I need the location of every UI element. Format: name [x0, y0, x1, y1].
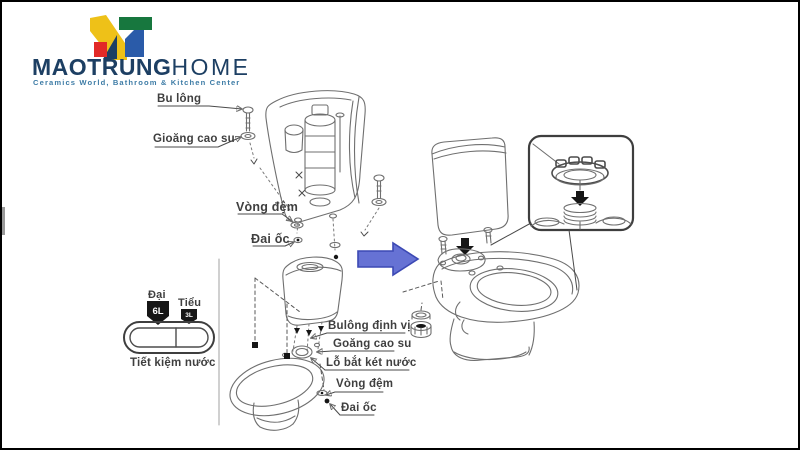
insert-down-arrow-icon [571, 191, 589, 206]
label-nut: Đai ốc [251, 232, 290, 246]
bowl-exploded-drawing [229, 256, 410, 431]
half-flush-volume: 3L [185, 312, 193, 319]
label-positioning-bolt: Bulông định vị [328, 320, 411, 332]
label-rubber-gasket-2: Goăng cao su [333, 338, 412, 350]
full-flush-volume: 6L [152, 306, 163, 317]
assembled-toilet-drawing [402, 137, 580, 361]
logo-green-shape [119, 17, 152, 30]
logo-yellow-shape [90, 15, 127, 60]
press-down-arrow-icon [456, 238, 474, 255]
label-washer-2: Vòng đệm [336, 378, 394, 390]
cistern-exploded-drawing [154, 90, 387, 260]
assembly-direction-arrow-icon [357, 241, 420, 277]
flush-button-icon: 6L 3L [123, 301, 215, 354]
logo-blue-shape [125, 30, 144, 57]
brand-wordmark-bold: MAOTRUNG [32, 54, 172, 80]
label-full-flush: Đại [148, 289, 166, 301]
label-rubber-gasket: Gioăng cao su [153, 133, 235, 145]
label-bolt: Bu lông [157, 93, 202, 105]
logo-mt-mark-icon [90, 15, 152, 60]
gasket-detail-inset [490, 134, 635, 291]
label-half-flush: Tiểu [178, 297, 202, 309]
brand-tagline: Ceramics World, Bathroom & Kitchen Cente… [33, 78, 241, 87]
brand-wordmark-light: HOME [171, 54, 251, 80]
brand-logo: MAOTRUNGHOME Ceramics World, Bathroom & … [30, 12, 260, 90]
label-water-saving: Tiết kiệm nước [130, 357, 216, 369]
scan-artifact [2, 207, 5, 235]
brand-wordmark: MAOTRUNGHOME [32, 54, 250, 81]
label-nut-2: Đai ốc [341, 402, 377, 414]
label-washer: Vòng đệm [236, 200, 299, 214]
logo-red-shape [94, 42, 107, 57]
label-tank-mount-hole: Lỗ bắt két nước [326, 357, 417, 369]
